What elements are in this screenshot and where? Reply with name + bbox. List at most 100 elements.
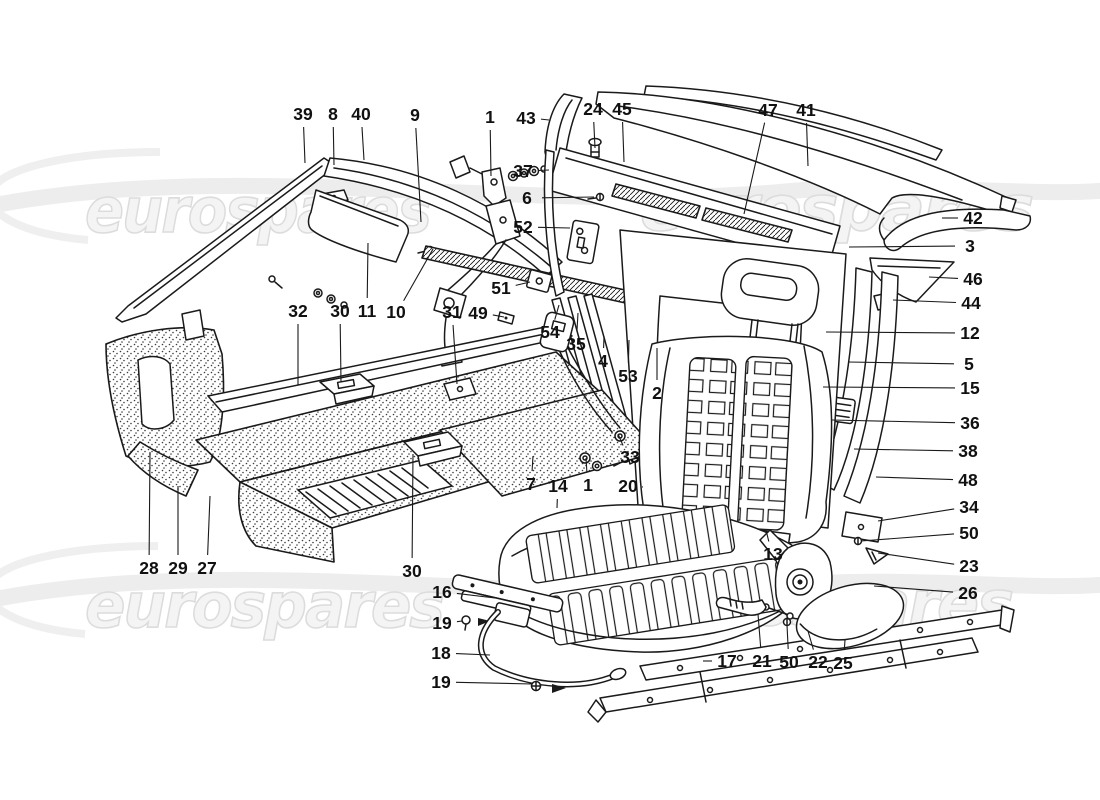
callout-label-53: 53: [618, 366, 638, 386]
leader-line-9: [415, 127, 422, 223]
leader-line-50: [786, 624, 789, 650]
leader-line-53: [627, 339, 630, 364]
leader-line-19: [455, 681, 533, 685]
leader-line-44: [892, 299, 957, 304]
bracket-51: [526, 269, 553, 293]
screw-50-upper: [853, 536, 863, 546]
leader-line-39: [303, 126, 306, 164]
leader-line-50: [860, 533, 955, 542]
callout-label-3: 3: [965, 236, 975, 256]
callout-label-19: 19: [432, 613, 452, 633]
leader-line-34: [877, 508, 955, 522]
callout-label-5: 5: [964, 354, 974, 374]
quarter-strip-42: [878, 208, 1032, 252]
leader-line-40: [361, 126, 365, 161]
callout-label-12: 12: [960, 323, 980, 343]
screw-19-lower: [530, 680, 566, 693]
leader-line-28: [148, 451, 151, 556]
wheel-arch-carpet: [105, 309, 225, 497]
seat-mount-bracket-front: [319, 373, 375, 405]
callout-label-42: 42: [963, 208, 983, 228]
leader-line-1: [489, 129, 492, 177]
leader-line-16: [456, 592, 496, 599]
leader-line-47: [743, 122, 766, 215]
headrest: [720, 257, 820, 327]
cone-23: [865, 547, 889, 565]
leader-line-11: [366, 242, 369, 299]
leader-line-51: [515, 281, 531, 286]
leader-line-30: [339, 323, 342, 383]
callout-label-4: 4: [598, 351, 608, 371]
leader-line-25: [843, 639, 846, 651]
seat-backrest: [638, 335, 833, 563]
leader-line-27: [207, 495, 211, 556]
callout-label-11: 11: [358, 301, 377, 321]
leader-line-30: [411, 453, 414, 559]
sun-visor: [307, 189, 410, 263]
callout-label-27: 27: [197, 558, 216, 578]
bracket-34: [841, 511, 883, 543]
leader-line-43: [540, 118, 550, 121]
watermark-text-2: eurospares: [85, 569, 443, 642]
leader-line-33: [617, 433, 624, 446]
callout-label-16: 16: [432, 582, 452, 602]
screw-6: [587, 192, 605, 202]
pillar-strip-37: [543, 149, 565, 297]
leader-line-52: [537, 226, 571, 229]
leader-line-6: [541, 196, 595, 199]
callout-label-52: 52: [513, 217, 533, 237]
callout-label-50: 50: [959, 523, 979, 543]
callout-label-33: 33: [620, 447, 640, 467]
leader-line-35: [576, 312, 579, 332]
callout-label-24: 24: [583, 99, 603, 119]
leader-line-15: [822, 386, 956, 389]
callout-label-14: 14: [548, 476, 568, 496]
callout-label-35: 35: [566, 334, 586, 354]
callout-label-19: 19: [431, 672, 451, 692]
leader-line-31: [452, 324, 458, 385]
leader-line-21: [757, 613, 762, 649]
callout-label-1: 1: [583, 475, 593, 495]
leader-line-46: [928, 276, 959, 279]
leader-line-22: [807, 630, 814, 650]
callout-label-22: 22: [808, 652, 828, 672]
exploded-diagram-art: [105, 85, 1032, 723]
leader-line-10: [403, 248, 434, 302]
callout-label-23: 23: [959, 556, 979, 576]
leader-line-13: [765, 529, 770, 542]
callout-label-1: 1: [485, 107, 495, 127]
callout-label-2: 2: [652, 383, 662, 403]
leader-line-23: [877, 552, 955, 565]
leader-line-7: [531, 455, 534, 472]
callout-label-21: 21: [752, 651, 772, 671]
leader-line-3: [848, 245, 956, 248]
callout-label-15: 15: [960, 378, 980, 398]
leader-line-41: [805, 122, 809, 167]
leader-line-54: [554, 304, 560, 320]
callout-label-39: 39: [293, 104, 313, 124]
leader-line-38: [853, 448, 954, 452]
pillar-trims: [819, 267, 899, 504]
callout-label-28: 28: [139, 558, 159, 578]
roof-panel: [595, 85, 1017, 215]
callout-label-36: 36: [960, 413, 980, 433]
linkage-tube: [477, 609, 627, 688]
watermark-arc-bottom: [0, 542, 159, 638]
sill-strip: [207, 323, 573, 413]
callout-label-25: 25: [833, 653, 853, 673]
leader-line-18: [455, 652, 491, 656]
callout-label-20: 20: [618, 476, 638, 496]
callout-label-18: 18: [431, 643, 451, 663]
callout-label-40: 40: [351, 104, 371, 124]
latch-49: [497, 311, 515, 325]
headrest-posts: [748, 319, 799, 351]
callout-label-8: 8: [328, 104, 338, 124]
callout-label-31: 31: [442, 302, 462, 322]
callout-label-44: 44: [961, 293, 981, 313]
belt-floor-bracket: [443, 377, 477, 401]
leader-line-36: [831, 419, 956, 424]
callout-label-7: 7: [526, 474, 536, 494]
screw-50-lower: [782, 617, 792, 627]
